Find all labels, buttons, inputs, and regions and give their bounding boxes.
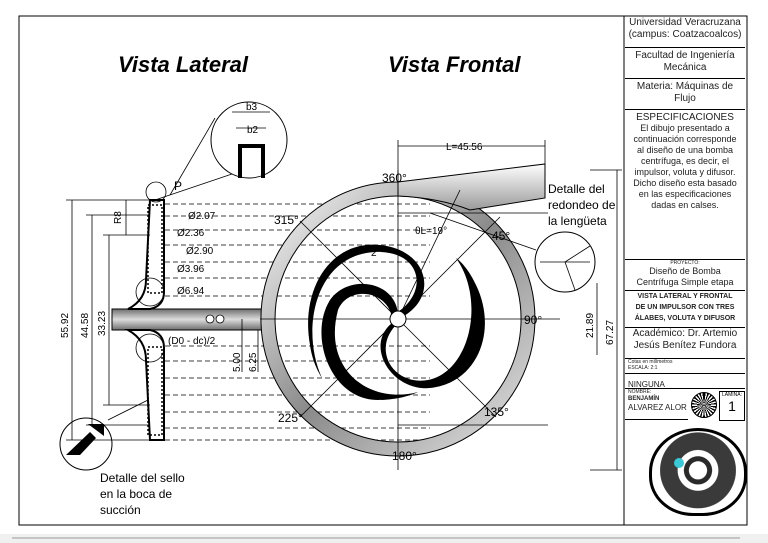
name-cell: NOMBRE: BENJAMÍN ALVAREZ ALOR <box>625 389 688 420</box>
dia-2-07: Ø2.07 <box>188 211 216 222</box>
project-line1: Diseño de Bomba <box>649 266 721 276</box>
academic-line2: Jesús Benítez Fundora <box>633 340 737 351</box>
view-line: ÁLABES, VOLUTA Y DIFUSOR <box>634 315 736 322</box>
tolerance-value: NINGUNA <box>628 380 665 389</box>
theta-label: θL=19° <box>415 226 447 237</box>
spec-line: al diseño de una bomba <box>636 145 734 155</box>
university-cell: Universidad Veracruzana (campus: Coatzac… <box>625 17 745 48</box>
angle-315: 315° <box>274 213 299 227</box>
tongue-callout-2: redondeo de <box>548 198 616 212</box>
view-line: DE UN IMPULSOR CON TRES <box>635 304 735 311</box>
length-dim: L=45.56 <box>446 142 483 153</box>
volute-casing <box>260 181 536 457</box>
subject-line2: Flujo <box>674 93 696 104</box>
dia-3-96: Ø3.96 <box>177 264 205 275</box>
angle-225: 225° <box>278 411 303 425</box>
small-dim: 2 <box>371 248 377 259</box>
spec-line: impulsor, voluta y difusor. <box>634 167 736 177</box>
sheet-number: 1 <box>728 398 736 414</box>
lateral-view: b3 b2 <box>59 101 430 517</box>
scale-label: ESCALA: 2:1 <box>628 365 658 371</box>
impeller-hub <box>389 310 407 328</box>
specifications-cell: ESPECIFICACIONES El dibujo presentado a … <box>625 112 745 260</box>
b2-label: b2 <box>247 125 259 136</box>
university-name: Universidad Veracruzana <box>629 17 741 28</box>
name-line2: ALVAREZ ALOR <box>628 403 687 412</box>
faculty-line1: Facultad de Ingeniería <box>635 50 735 61</box>
units-cell: Cotas en milímetros ESCALA: 2:1 <box>625 359 745 374</box>
spec-line: en las especificaciones <box>638 189 732 199</box>
seal-callout-2: en la boca de <box>100 487 172 501</box>
project-line2: Centrífuga Simple etapa <box>636 277 734 287</box>
dim-55-92: 55.92 <box>60 313 71 338</box>
sheet-border <box>18 15 748 526</box>
dia-6-94: Ø6.94 <box>177 286 205 297</box>
spec-line: dadas en calses. <box>651 200 719 210</box>
faculty-line2: Mecánica <box>663 62 707 73</box>
projection-lines <box>165 203 430 441</box>
impeller-vane-3 <box>321 283 418 400</box>
faculty-cell: Facultad de Ingeniería Mecánica <box>625 50 745 79</box>
campus-name: (campus: Coatzacoalcos) <box>628 29 742 40</box>
vane-width-detail <box>210 101 288 179</box>
spec-title: ESPECIFICACIONES <box>636 112 734 123</box>
subject-cell: Materia: Máquinas de Flujo <box>625 81 745 110</box>
view-line: VISTA LATERAL Y FRONTAL <box>637 293 733 300</box>
angle-180: 180° <box>392 449 417 463</box>
frontal-view: L=45.56 360° 315° 45° 90° 135° 180° 225°… <box>260 140 622 471</box>
dim-67-27: 67.27 <box>605 320 616 345</box>
seal-logo <box>691 392 717 418</box>
name-line1: BENJAMÍN <box>628 396 660 402</box>
units-label: Cotas en milímetros <box>628 359 673 365</box>
academic-line1: Académico: Dr. Artemio <box>632 328 738 339</box>
dim-6-25: 6.25 <box>248 352 259 372</box>
name-label: NOMBRE: <box>628 389 652 395</box>
dia-2-36: Ø2.36 <box>177 228 205 239</box>
b3-label: b3 <box>246 102 258 113</box>
tolerance-cell: NINGUNA <box>625 374 745 389</box>
angle-135: 135° <box>484 405 509 419</box>
spec-line: continuación corresponde <box>633 134 737 144</box>
project-cell: PROYECTO: Diseño de Bomba Centrífuga Sim… <box>625 260 745 291</box>
tongue-callout-3: la lengüeta <box>548 214 607 228</box>
dim-44-58: 44.58 <box>80 313 91 338</box>
dia-2-90: Ø2.90 <box>186 246 214 257</box>
university-emblem <box>649 428 747 516</box>
seal-callout-3: succión <box>100 503 141 517</box>
view-description-cell: VISTA LATERAL Y FRONTAL DE UN IMPULSOR C… <box>625 291 745 328</box>
impeller-section-lower <box>124 329 165 441</box>
subject-line1: Materia: Máquinas de <box>636 81 734 92</box>
spec-line: El dibujo presentado a <box>640 123 730 133</box>
dim-5-00: 5.00 <box>232 352 243 372</box>
point-p-label: P <box>174 179 182 193</box>
tongue-callout-1: Detalle del <box>548 182 605 196</box>
dim-21-89: 21.89 <box>585 313 596 338</box>
project-label: PROYECTO: <box>670 260 700 266</box>
spec-line: Dicho diseño esta basado <box>633 178 737 188</box>
dim-r8: R8 <box>113 211 124 224</box>
sheet-number-cell: LÁMINA: 1 <box>719 391 745 421</box>
sheet-label: LÁMINA: <box>721 392 742 398</box>
spec-line: centrífuga, es decir, el <box>640 156 730 166</box>
lateral-view-title: Vista Lateral <box>118 52 249 77</box>
academic-cell: Académico: Dr. Artemio Jesús Benítez Fun… <box>625 328 745 359</box>
angle-360: 360° <box>382 171 407 185</box>
angle-45: 45° <box>492 229 510 243</box>
dim-33-23: 33.23 <box>97 311 108 336</box>
frontal-view-title: Vista Frontal <box>388 52 521 77</box>
discharge-nozzle <box>397 163 546 211</box>
angle-90: 90° <box>524 313 542 327</box>
emblem-accent-icon <box>674 458 684 468</box>
shaft <box>111 308 263 331</box>
relation-label: (D0 - dc)/2 <box>168 336 216 347</box>
seal-callout-1: Detalle del sello <box>100 471 185 485</box>
